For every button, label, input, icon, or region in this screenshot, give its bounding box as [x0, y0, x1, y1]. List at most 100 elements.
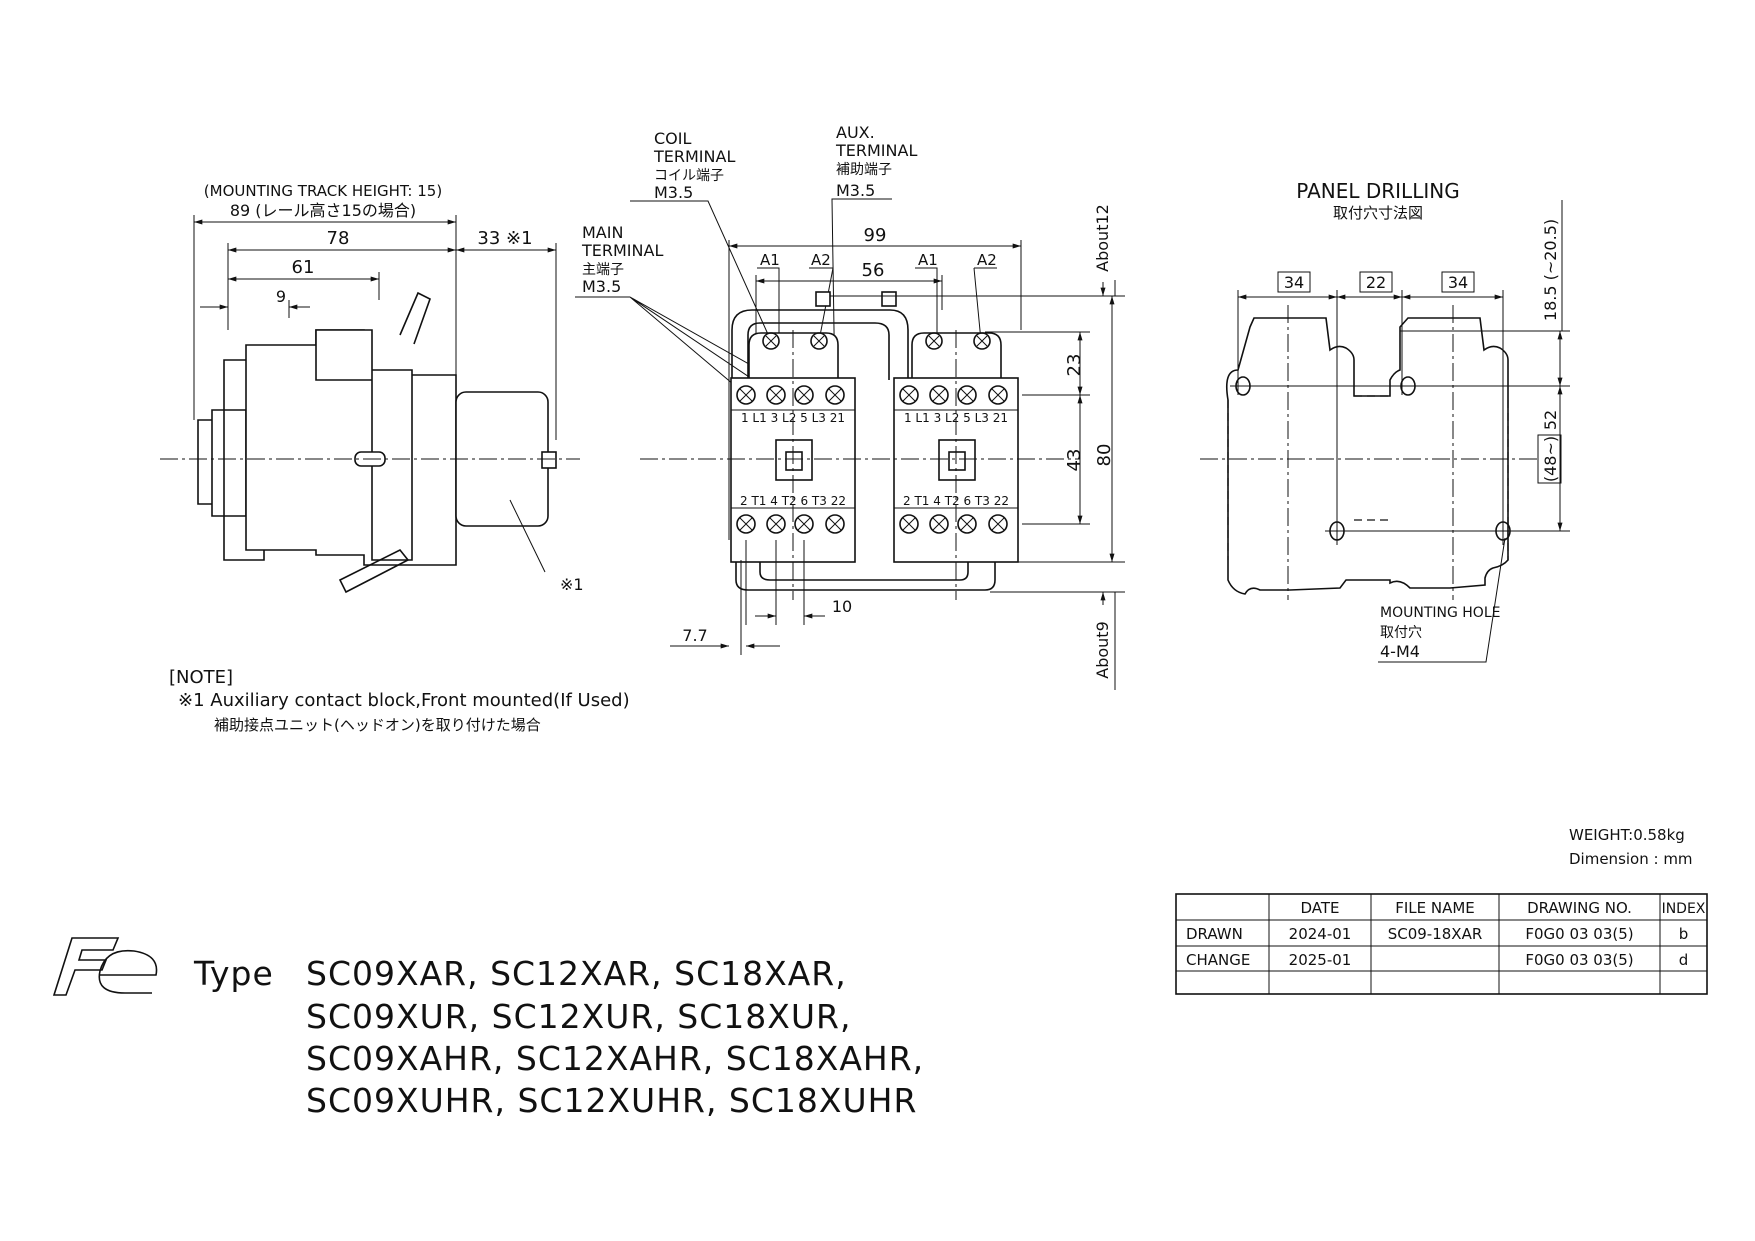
terminal-screw-icon: [736, 385, 756, 405]
label-a2-left: A2: [811, 251, 831, 269]
terminal-screw-icon: [825, 385, 845, 405]
panel-drilling-title-jp: 取付穴寸法図: [1333, 204, 1423, 222]
terminal-screw-icon: [736, 514, 756, 534]
coil-label-1: COIL: [654, 129, 691, 148]
indicator-window: [948, 451, 966, 471]
note-line-1: ※1 Auxiliary contact block,Front mounted…: [178, 690, 630, 711]
dim-34-left: 34: [1284, 273, 1304, 292]
mounting-hole-label: MOUNTING HOLE: [1380, 605, 1500, 621]
table-cell: 2025-01: [1289, 951, 1352, 969]
table-header: FILE NAME: [1395, 899, 1475, 917]
hole-centerlines: [1230, 385, 1570, 532]
interlock-pin-right: [881, 291, 897, 307]
contact-indicator: [938, 439, 976, 481]
interlock-pin-left: [815, 291, 831, 307]
terminal-screw-icon: [825, 514, 845, 534]
box-22: [1359, 271, 1393, 293]
model-line-3: SC09XAHR, SC12XAHR, SC18XAHR,: [306, 1039, 924, 1078]
table-cell: DRAWN: [1186, 925, 1243, 943]
weight: WEIGHT:0.58kg: [1569, 826, 1685, 844]
box-34-left: [1277, 271, 1311, 293]
dim-23: 23: [1064, 354, 1085, 377]
terminal-screw-icon: [929, 514, 949, 534]
right-extension-lines: [830, 280, 1125, 690]
table-cell: CHANGE: [1186, 951, 1250, 969]
table-header: INDEX: [1662, 901, 1706, 917]
terminal-screw-icon: [766, 514, 786, 534]
bottom-terminal-labels: 2 T1 4 T2 6 T3 22: [903, 494, 1009, 508]
main-label-1: MAIN: [582, 223, 623, 242]
dim-78: 78: [327, 228, 350, 249]
table-cell: b: [1679, 925, 1689, 943]
side-latch: [338, 291, 431, 594]
coil-screw-icon: [762, 332, 780, 350]
terminal-screw-icon: [988, 514, 1008, 534]
title-block-frame: [1175, 893, 1708, 995]
indicator-window: [785, 451, 803, 471]
dim-7-7: 7.7: [682, 626, 707, 645]
dim-10: 10: [832, 597, 852, 616]
note-heading: [NOTE]: [169, 667, 233, 688]
coil-terminal-callout: COIL TERMINAL コイル端子 M3.5: [630, 129, 772, 342]
label-a1-left: A1: [760, 251, 780, 269]
contactor-front-2: 1 L1 3 L2 5 L3 212 T1 4 T2 6 T3 22: [893, 330, 1019, 600]
table-header: DATE: [1300, 899, 1339, 917]
aux-label-1: AUX.: [836, 123, 875, 142]
coil-screw-icon: [973, 332, 991, 350]
terminal-screw-icon: [957, 385, 977, 405]
mounting-hole-size: 4-M4: [1380, 642, 1420, 661]
dim-9: 9: [276, 287, 286, 306]
terminal-screw-icon: [794, 514, 814, 534]
aux-label-size: M3.5: [836, 181, 875, 200]
drilling-extension-lines: [1237, 290, 1504, 545]
mounting-hole-leader: [1378, 537, 1506, 663]
type-label: Type: [193, 954, 274, 993]
interlock-wiring-top: [731, 309, 909, 380]
aux-leader: [831, 198, 892, 396]
dim-61: 61: [292, 257, 315, 278]
terminal-screw-icon: [929, 385, 949, 405]
table-cell: 2024-01: [1289, 925, 1352, 943]
dim-48: (48~): [1541, 436, 1560, 482]
dim-80: 80: [1094, 444, 1115, 467]
contactors: 1 L1 3 L2 5 L3 212 T1 4 T2 6 T3 221 L1 3…: [730, 330, 1019, 600]
coil-label-2: TERMINAL: [653, 147, 735, 166]
drilling-right-extension: [1400, 200, 1570, 332]
logo-e-mark: [98, 949, 158, 994]
drilling-vertical-centerlines: [1287, 305, 1454, 600]
dim-89: 89 (レール高さ15の場合): [230, 201, 416, 220]
terminal-screw-icon: [957, 514, 977, 534]
main-terminal-callout: MAIN TERMINAL 主端子 M3.5: [575, 223, 805, 396]
side-terminal-block: [315, 329, 413, 561]
panel-drilling-title: PANEL DRILLING: [1296, 179, 1459, 203]
coil-label-jp: コイル端子: [654, 168, 724, 184]
dimension-unit: Dimension : mm: [1569, 850, 1693, 868]
box-48: [1537, 434, 1562, 484]
dim-33: 33 ※1: [477, 228, 532, 249]
box-34-right: [1441, 271, 1475, 293]
aux-button: [541, 451, 557, 469]
aux-label-jp: 補助端子: [836, 162, 892, 178]
model-line-4: SC09XUHR, SC12XUHR, SC18XUHR: [306, 1081, 917, 1120]
aux-terminal-callout: AUX. TERMINAL 補助端子 M3.5: [831, 123, 917, 396]
dim-18-5: 18.5 (~20.5): [1541, 219, 1560, 321]
fuji-electric-logo: [52, 937, 158, 996]
dim-43: 43: [1064, 449, 1085, 472]
table-cell: F0G0 03 03(5): [1525, 925, 1633, 943]
note-line-2: 補助接点ユニット(ヘッドオン)を取り付けた場合: [214, 716, 541, 734]
terminal-screw-icon: [766, 385, 786, 405]
terminal-screw-icon: [899, 514, 919, 534]
model-line-1: SC09XAR, SC12XAR, SC18XAR,: [306, 954, 847, 993]
contact-indicator: [775, 439, 813, 481]
mounting-hole-label-jp: 取付穴: [1380, 625, 1422, 641]
dim-99: 99: [864, 225, 887, 246]
track-height-note: (MOUNTING TRACK HEIGHT: 15): [204, 182, 442, 200]
coil-screw-icon: [925, 332, 943, 350]
note-block: [NOTE] ※1 Auxiliary contact block,Front …: [169, 667, 630, 734]
contactor-outline-drilling: [1225, 317, 1509, 595]
front-view: COIL TERMINAL コイル端子 M3.5 AUX. TERMINAL 補…: [575, 123, 1125, 690]
about-12: About12: [1093, 204, 1112, 272]
hidden-lines: [1227, 395, 1509, 560]
